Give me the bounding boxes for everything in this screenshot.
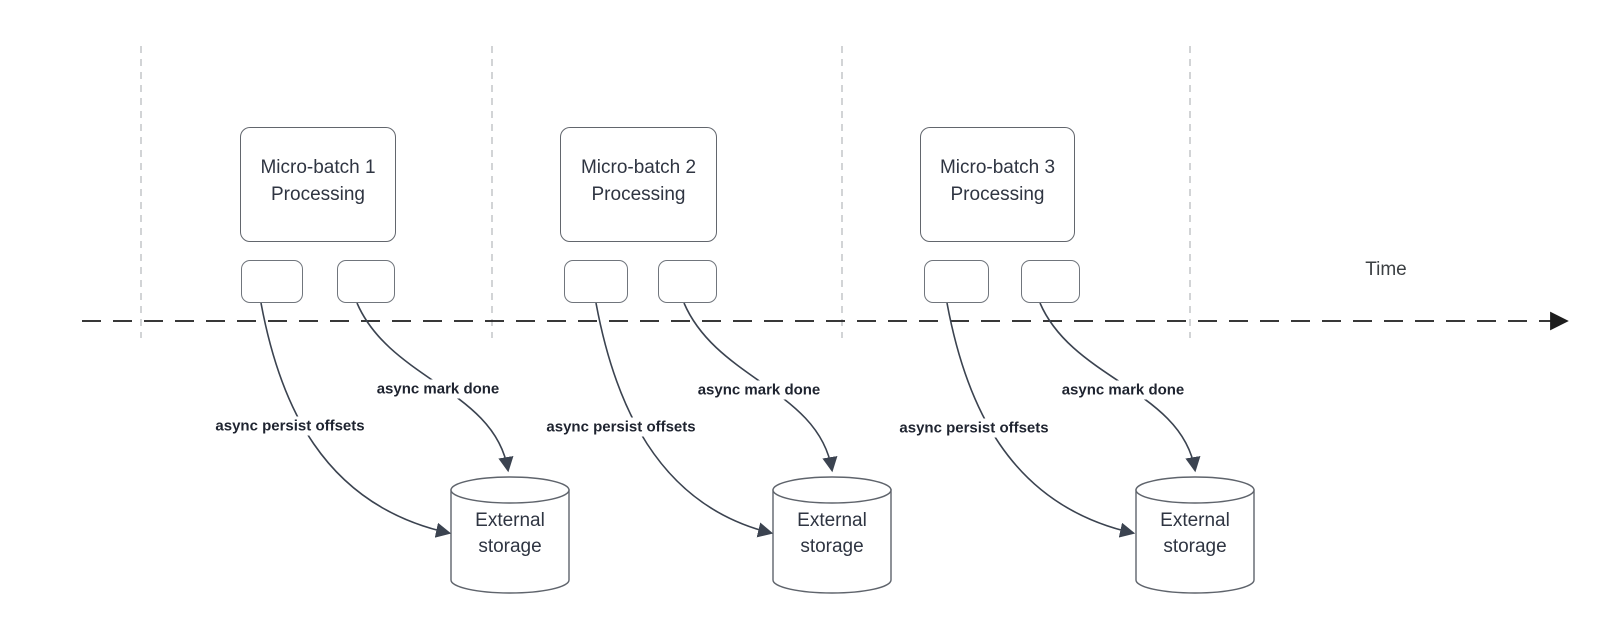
persist-offsets-arrow-2: [595, 302, 774, 538]
storage-text-line1: External: [475, 510, 545, 531]
cylinder-top-rim: [772, 476, 892, 504]
storage-text-line2: storage: [1163, 536, 1227, 557]
micro-batch-title: Micro-batch 1: [260, 156, 376, 178]
persist-offsets-label-1: async persist offsets: [210, 416, 370, 436]
cylinder-top-rim: [450, 476, 570, 504]
persist-offsets-label-3: async persist offsets: [894, 418, 1054, 438]
task-box-3a: [924, 260, 989, 303]
mark-done-label-3: async mark done: [1056, 380, 1190, 400]
external-storage-cylinder-2: [772, 476, 892, 594]
micro-batch-subtitle: Processing: [271, 183, 365, 205]
task-box-1b: [337, 260, 395, 303]
persist-offsets-arrow-3: [946, 302, 1136, 538]
storage-text-line2: storage: [800, 536, 864, 557]
external-storage-label-1: External storage: [455, 508, 565, 560]
cylinder-body: [772, 489, 892, 594]
task-box-3b: [1021, 260, 1080, 303]
time-axis-label: Time: [1365, 259, 1407, 280]
micro-batch-box-3: Micro-batch 3 Processing: [920, 127, 1075, 242]
cylinder-body: [1135, 489, 1255, 594]
cylinder-top-rim: [1135, 476, 1255, 504]
micro-batch-title: Micro-batch 3: [939, 156, 1056, 178]
task-box-2b: [658, 260, 717, 303]
task-box-1a: [241, 260, 303, 303]
task-box-2a: [564, 260, 628, 303]
external-storage-cylinder-1: [450, 476, 570, 594]
micro-batch-subtitle: Processing: [591, 183, 686, 205]
mark-done-label-2: async mark done: [692, 380, 826, 400]
micro-batch-box-2: Micro-batch 2 Processing: [560, 127, 717, 242]
external-storage-label-2: External storage: [777, 508, 887, 560]
micro-batch-subtitle: Processing: [950, 183, 1045, 205]
external-storage-label-3: External storage: [1140, 508, 1250, 560]
cylinder-body: [450, 489, 570, 594]
persist-offsets-arrow-1: [260, 302, 452, 538]
external-storage-cylinder-3: [1135, 476, 1255, 594]
storage-text-line1: External: [797, 510, 867, 531]
mark-done-label-1: async mark done: [371, 379, 505, 399]
storage-text-line2: storage: [478, 536, 542, 557]
micro-batch-title: Micro-batch 2: [580, 156, 697, 178]
persist-offsets-label-2: async persist offsets: [541, 417, 701, 437]
micro-batch-box-1: Micro-batch 1 Processing: [240, 127, 396, 242]
storage-text-line1: External: [1160, 510, 1230, 531]
